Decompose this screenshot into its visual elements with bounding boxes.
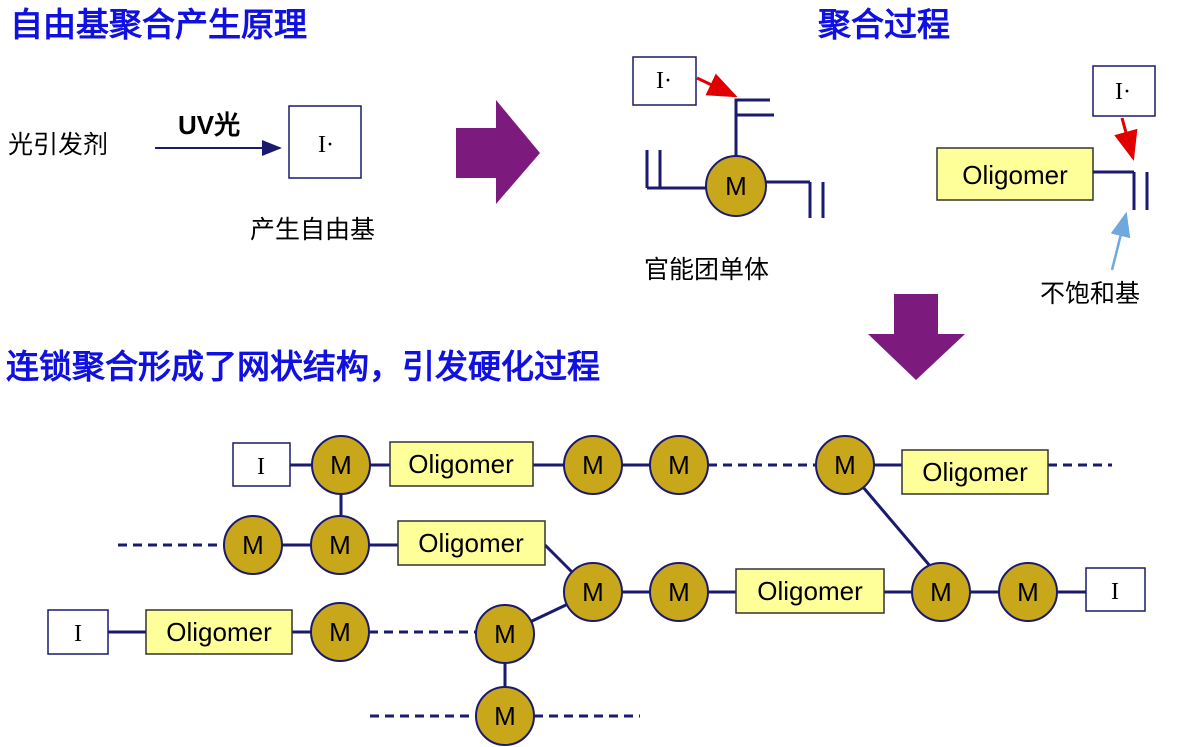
network-monomer <box>223 515 283 575</box>
network-monomer-text: M <box>494 701 516 731</box>
network-monomer-text: M <box>329 530 351 560</box>
network-initiator-2-text: I <box>74 621 82 647</box>
network-monomer <box>563 435 623 495</box>
network-monomer <box>310 515 370 575</box>
heading-principle: 自由基聚合产生原理 <box>10 5 307 44</box>
network-oligomer-3-text: Oligomer <box>418 528 524 558</box>
network-monomer-text: M <box>582 577 604 607</box>
network-monomer-text: M <box>668 577 690 607</box>
network-initiator-1 <box>232 442 291 487</box>
network-monomer <box>998 562 1058 622</box>
network-oligomer-1 <box>389 441 534 487</box>
oligomer-box-process <box>936 147 1094 201</box>
network-monomer-text: M <box>834 450 856 480</box>
double-bond-top <box>734 98 774 148</box>
network-monomer-text: M <box>1017 577 1039 607</box>
network-monomer <box>311 435 371 495</box>
network-monomer-text: M <box>930 577 952 607</box>
process-radical-box <box>632 56 697 106</box>
red-attack-arrow <box>696 73 738 98</box>
unsaturated-caption: 不饱和基 <box>1040 279 1140 308</box>
red-attack-arrow-2 <box>1114 117 1138 161</box>
down-block-arrow <box>868 294 965 380</box>
network-monomer-text: M <box>330 450 352 480</box>
network-oligomer-4 <box>735 568 885 614</box>
monomer-text: M <box>725 171 747 201</box>
network-monomer <box>911 562 971 622</box>
heading-process: 聚合过程 <box>817 5 950 44</box>
process-radical-box-2 <box>1092 65 1156 117</box>
network-oligomer-2 <box>901 449 1049 495</box>
network-oligomer-2-text: Oligomer <box>922 457 1028 487</box>
radical-text: I· <box>318 132 334 158</box>
double-bond-left <box>645 150 706 190</box>
network-monomer <box>475 686 535 746</box>
network-monomer-text: M <box>329 617 351 647</box>
network-monomer-text: M <box>668 450 690 480</box>
oligomer-text-process: Oligomer <box>962 160 1068 190</box>
network-oligomer-4-text: Oligomer <box>757 576 863 606</box>
uv-label: UV光 <box>178 110 240 140</box>
network-monomer <box>310 602 370 662</box>
network-oligomer-5-text: Oligomer <box>166 617 272 647</box>
network-monomers: M M M M M M M M M M M M M <box>223 435 1058 746</box>
radical-caption: 产生自由基 <box>250 215 375 244</box>
network-initiator-3-text: I <box>1111 579 1119 605</box>
network-oligomer-5 <box>145 609 293 655</box>
radical-box <box>288 105 362 179</box>
network-monomer <box>649 562 709 622</box>
network-initiator-1-text: I <box>257 454 265 480</box>
network-monomer-text: M <box>582 450 604 480</box>
network-monomer-text: M <box>494 619 516 649</box>
heading-network: 连锁聚合形成了网状结构，引发硬化过程 <box>6 347 600 386</box>
network-initiator-2 <box>47 609 109 655</box>
photoinitiator-label: 光引发剂 <box>8 130 108 159</box>
monomer-node <box>705 155 767 217</box>
network-bonds <box>108 463 1112 718</box>
network-initiator-3 <box>1085 567 1146 612</box>
network-monomer <box>815 435 875 495</box>
network-monomer <box>649 435 709 495</box>
right-block-arrow <box>456 100 540 204</box>
network-monomer <box>563 562 623 622</box>
double-bond-right <box>764 180 825 218</box>
monomer-caption: 官能团单体 <box>644 255 769 284</box>
network-monomer <box>475 604 535 664</box>
network-oligomer-1-text: Oligomer <box>408 449 514 479</box>
process-radical-text-2: I· <box>1115 79 1131 105</box>
network-oligomer-3 <box>397 520 546 566</box>
network-monomer-text: M <box>242 530 264 560</box>
blue-pointer-arrow <box>1110 211 1131 271</box>
process-radical-text: I· <box>656 68 672 94</box>
double-bond-oligomer <box>1093 170 1149 210</box>
